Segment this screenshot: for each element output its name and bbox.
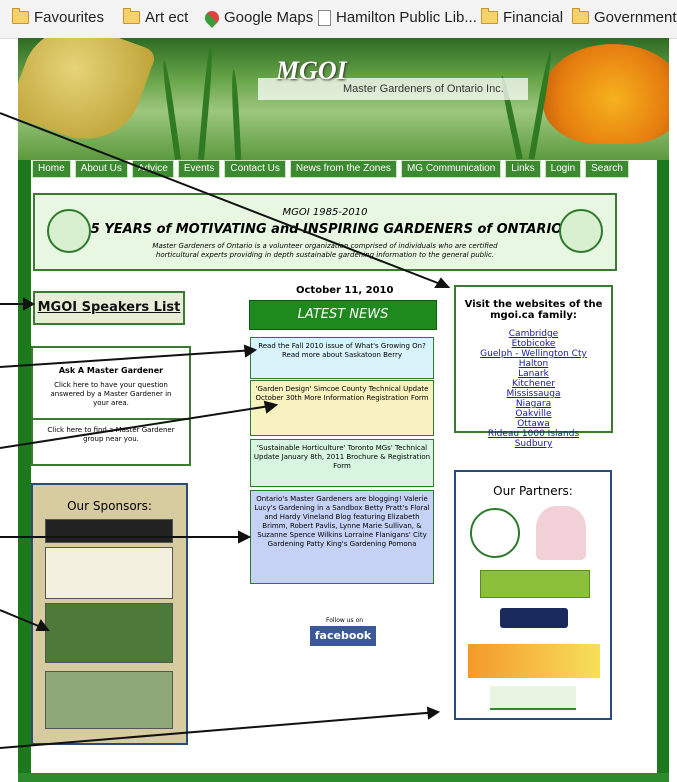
partners-heading: Our Partners:: [493, 484, 573, 498]
communities-in-bloom-logo[interactable]: [536, 506, 586, 560]
family-link-halton[interactable]: Halton: [518, 359, 549, 369]
news-item-garden-design[interactable]: 'Garden Design' Simcoe County Technical …: [250, 380, 434, 436]
partners-panel: Our Partners:: [454, 470, 612, 720]
nav-events[interactable]: Events: [177, 160, 221, 178]
speakers-list-link[interactable]: MGOI Speakers List: [33, 291, 185, 325]
nav-links[interactable]: Links: [505, 160, 541, 178]
vineland-logo[interactable]: [490, 686, 576, 710]
mgoi-badge-icon: [559, 209, 603, 253]
anniversary-headline: 25 YEARS of MOTIVATING and INSPIRING GAR…: [81, 222, 569, 237]
anniversary-description: Master Gardeners of Ontario is a volunte…: [152, 242, 498, 259]
nav-home[interactable]: Home: [32, 160, 71, 178]
mgoi-family-panel: Visit the websites of the mgoi.ca family…: [454, 285, 613, 449]
folder-icon: [571, 8, 589, 24]
arrow-line: [0, 711, 439, 749]
arrowhead-icon: [35, 619, 51, 631]
horticultural-association-logo[interactable]: [470, 508, 520, 558]
title-banner: [258, 78, 528, 100]
site-header: MGOI Master Gardeners of Ontario Inc.: [18, 38, 669, 160]
family-link-mississauga[interactable]: Mississauga: [506, 389, 561, 399]
fav-favourites[interactable]: Favourites: [11, 8, 104, 26]
news-item-sustainable-horticulture[interactable]: 'Sustainable Horticulture' Toronto MGs' …: [250, 439, 434, 487]
arrowhead-icon: [426, 706, 441, 720]
nav-about-us[interactable]: About Us: [74, 160, 128, 178]
dominion-seed-house-logo[interactable]: [45, 603, 173, 663]
arrow-line: [0, 112, 449, 288]
sponsors-panel: Our Sponsors:: [31, 483, 188, 745]
nav-login[interactable]: Login: [544, 160, 582, 178]
sponsors-heading: Our Sponsors:: [67, 499, 152, 513]
fav-financial[interactable]: Financial: [480, 8, 563, 26]
family-link-cambridge[interactable]: Cambridge: [508, 329, 559, 339]
family-link-oakville[interactable]: Oakville: [515, 409, 552, 419]
ask-heading: Ask A Master Gardener: [58, 366, 164, 375]
news-date: October 11, 2010: [296, 285, 394, 296]
family-link-etobicoke[interactable]: Etobicoke: [511, 339, 556, 349]
follow-us-label: Follow us on: [326, 617, 364, 624]
family-link-rideau[interactable]: Rideau 1000 Islands: [487, 429, 580, 439]
family-link-sudbury[interactable]: Sudbury: [514, 439, 553, 449]
folder-icon: [122, 8, 140, 24]
nav-search[interactable]: Search: [585, 160, 629, 178]
nav-news-zones[interactable]: News from the Zones: [289, 160, 397, 178]
latest-news-button[interactable]: LATEST NEWS: [249, 300, 437, 330]
site-title: MGOI: [276, 56, 347, 85]
news-item-fall-issue[interactable]: Read the Fall 2010 issue of What's Growi…: [250, 337, 434, 379]
page-footer: [18, 773, 669, 782]
news-item-blogging[interactable]: Ontario's Master Gardeners are blogging!…: [250, 490, 434, 584]
family-link-ottawa[interactable]: Ottawa: [517, 419, 550, 429]
folder-icon: [480, 8, 498, 24]
arrowhead-icon: [243, 344, 258, 358]
flower-image: [543, 44, 669, 144]
anniversary-years: MGOI 1985-2010: [282, 207, 368, 218]
arrowhead-icon: [238, 530, 252, 544]
ask-question-text[interactable]: Click here to have your question answere…: [50, 381, 172, 407]
oala-logo[interactable]: [500, 608, 568, 628]
expo-window-world-logo[interactable]: [468, 644, 600, 678]
family-link-niagara[interactable]: Niagara: [515, 399, 552, 409]
mgoi-badge-icon: [47, 209, 91, 253]
family-heading: Visit the websites of the mgoi.ca family…: [464, 299, 603, 321]
nav-advice[interactable]: Advice: [131, 160, 174, 178]
arrowhead-icon: [263, 400, 279, 414]
site-subtitle: Master Gardeners of Ontario Inc.: [343, 83, 504, 95]
favorites-bar: Favourites Art ect Google Maps Hamilton …: [0, 0, 677, 39]
arrow-line: [0, 349, 256, 368]
anniversary-banner: MGOI 1985-2010 25 YEARS of MOTIVATING an…: [33, 193, 617, 271]
facebook-button[interactable]: facebook: [310, 626, 376, 646]
page-icon: [318, 9, 331, 26]
folder-icon: [11, 8, 29, 24]
arrowhead-icon: [23, 297, 36, 311]
ask-master-gardener: Ask A Master Gardener Click here to have…: [31, 346, 191, 466]
nav-mg-communication[interactable]: MG Communication: [400, 160, 502, 178]
arrow-line: [0, 404, 277, 449]
arrowhead-icon: [434, 277, 451, 288]
main-nav: Home About Us Advice Events Contact Us N…: [32, 160, 629, 178]
family-link-kitchener[interactable]: Kitchener: [511, 379, 556, 389]
co-operators-logo[interactable]: [45, 519, 173, 543]
sponsor-garden-image[interactable]: [45, 671, 173, 729]
family-link-lanark[interactable]: Lanark: [518, 369, 549, 379]
fav-hamilton-library[interactable]: Hamilton Public Lib...: [318, 9, 477, 26]
fav-government[interactable]: Government: [571, 8, 677, 26]
fav-art-ect[interactable]: Art ect: [122, 8, 188, 26]
family-link-guelph[interactable]: Guelph - Wellington Cty: [480, 349, 587, 359]
fav-google-maps[interactable]: Google Maps: [202, 7, 313, 28]
nav-contact-us[interactable]: Contact Us: [224, 160, 286, 178]
stokes-seeds-logo[interactable]: [45, 547, 173, 599]
canada-blooms-logo[interactable]: [480, 570, 590, 598]
